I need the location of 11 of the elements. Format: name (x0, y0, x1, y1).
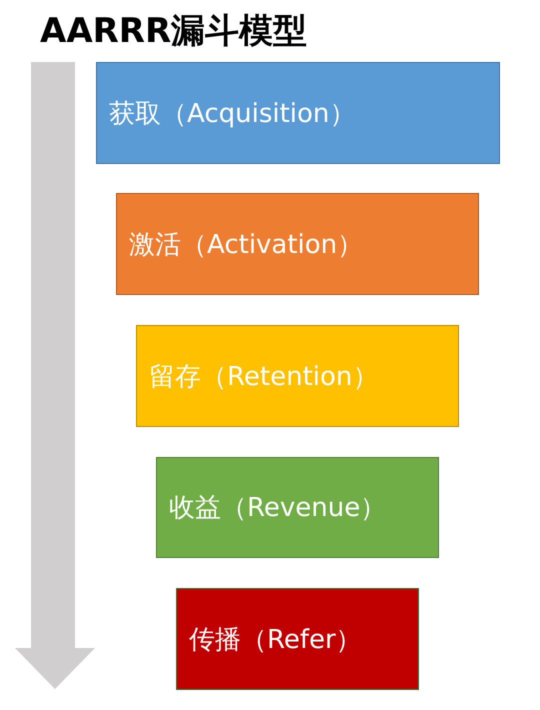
funnel-stage-box (116, 193, 479, 295)
funnel-stage-box (96, 62, 500, 164)
stage-label: 获取（Acquisition） (109, 98, 356, 130)
stage-label: 收益（Revenue） (169, 492, 386, 525)
stage-label: 传播（Refer） (189, 624, 362, 656)
funnel-stage-box (176, 588, 419, 690)
stage-label: 留存（Retention） (149, 360, 378, 394)
title: AARRR漏斗模型 (40, 10, 308, 53)
funnel-stage-box (136, 325, 459, 427)
funnel-stage-box (156, 457, 439, 558)
stage-label: 激活（Activation） (129, 228, 364, 262)
